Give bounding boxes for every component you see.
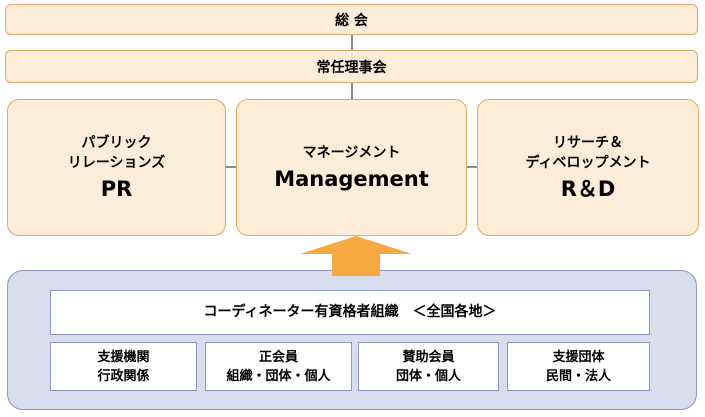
connector-assembly-board: [351, 35, 353, 50]
general-assembly-label: 総 会: [335, 12, 368, 29]
coordinator-network-title-box: コーディネーター有資格者組織 ＜全国各地＞: [50, 290, 650, 335]
group-box-support-organizations: 支援団体 民間・法人: [507, 342, 650, 391]
board-box: 常任理事会: [5, 50, 698, 83]
rd-abbr: R＆D: [560, 176, 616, 201]
rd-line1: リサーチ＆: [553, 134, 623, 151]
connector-pr-management: [226, 166, 236, 168]
group-line2: 組織・団体・個人: [226, 368, 331, 384]
pr-abbr: PR: [100, 176, 133, 201]
rd-unit-box: リサーチ＆ ディベロップメント R＆D: [477, 99, 699, 236]
group-box-supporting-members: 賛助会員 団体・個人: [358, 342, 499, 391]
group-line1: 正会員: [258, 349, 298, 365]
coordinator-network-title: コーディネーター有資格者組織 ＜全国各地＞: [203, 304, 497, 320]
group-line1: 賛助会員: [402, 349, 455, 365]
management-unit-box: マネージメント Management: [236, 99, 467, 236]
general-assembly-box: 総 会: [5, 4, 698, 35]
connector-management-rd: [467, 166, 477, 168]
group-box-support-agencies: 支援機関 行政関係: [50, 342, 197, 391]
pr-line2: リレーションズ: [67, 154, 166, 171]
group-line1: 支援団体: [552, 349, 605, 365]
group-box-regular-members: 正会員 組織・団体・個人: [205, 342, 352, 391]
group-line2: 行政関係: [97, 368, 150, 384]
group-line2: 団体・個人: [395, 368, 461, 384]
rd-line2: ディベロップメント: [525, 154, 651, 171]
group-line1: 支援機関: [97, 349, 150, 365]
pr-unit-box: パブリック リレーションズ PR: [7, 99, 226, 236]
connector-board-management: [351, 83, 353, 99]
board-label: 常任理事会: [316, 59, 387, 76]
group-line2: 民間・法人: [545, 368, 611, 384]
management-abbr: Management: [274, 166, 429, 191]
pr-line1: パブリック: [81, 134, 152, 151]
up-arrow-icon: [300, 236, 412, 276]
management-line1: マネージメント: [302, 144, 401, 161]
